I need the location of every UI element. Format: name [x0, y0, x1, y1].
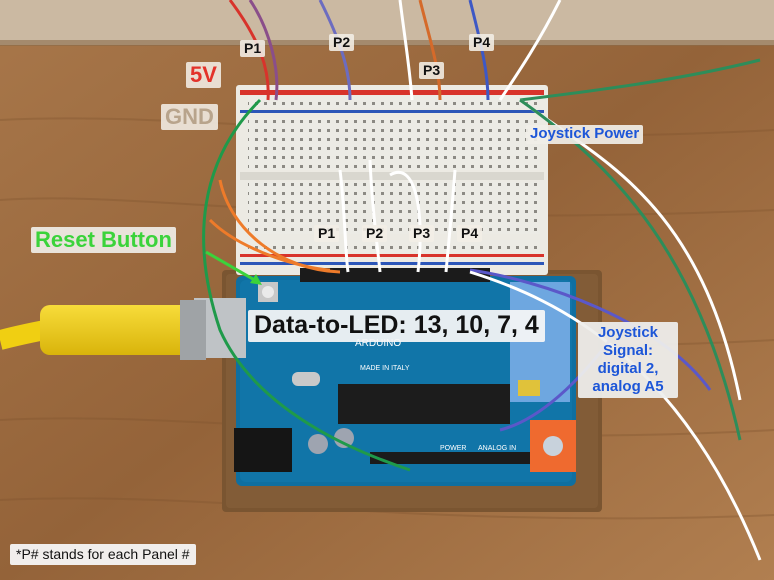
label-joystick-signal: Joystick Signal: digital 2, analog A5: [578, 322, 678, 398]
board-text-power: POWER: [440, 445, 466, 452]
label-top-p3: P3: [419, 62, 445, 80]
label-top-p1: P1: [240, 40, 266, 58]
label-bottom-p4: P4: [457, 225, 483, 243]
label-data-to-led: Data-to-LED: 13, 10, 7, 4: [248, 310, 545, 342]
label-joystick-power: Joystick Power: [526, 125, 644, 144]
footnote: *P# stands for each Panel #: [10, 544, 196, 566]
usb-cable: [0, 300, 206, 360]
board-text-arduino: ARDUINO: [355, 338, 401, 349]
label-gnd: GND: [161, 104, 218, 131]
atmega-chip: [338, 384, 510, 424]
label-bottom-p1: P1: [314, 225, 340, 243]
board-text-analog: ANALOG IN: [478, 445, 516, 452]
label-top-p4: P4: [469, 34, 495, 52]
wires: [202, 0, 762, 561]
label-bottom-p2: P2: [362, 225, 388, 243]
board-text-made-in: MADE IN ITALY: [360, 365, 410, 372]
label-bottom-p3: P3: [409, 225, 435, 243]
wall: [0, 0, 774, 45]
dc-jack: [234, 428, 292, 472]
label-reset-button: Reset Button: [31, 227, 176, 254]
label-top-p2: P2: [329, 34, 355, 52]
label-5v: 5V: [186, 62, 221, 89]
reset-arrow-icon: [205, 250, 262, 285]
